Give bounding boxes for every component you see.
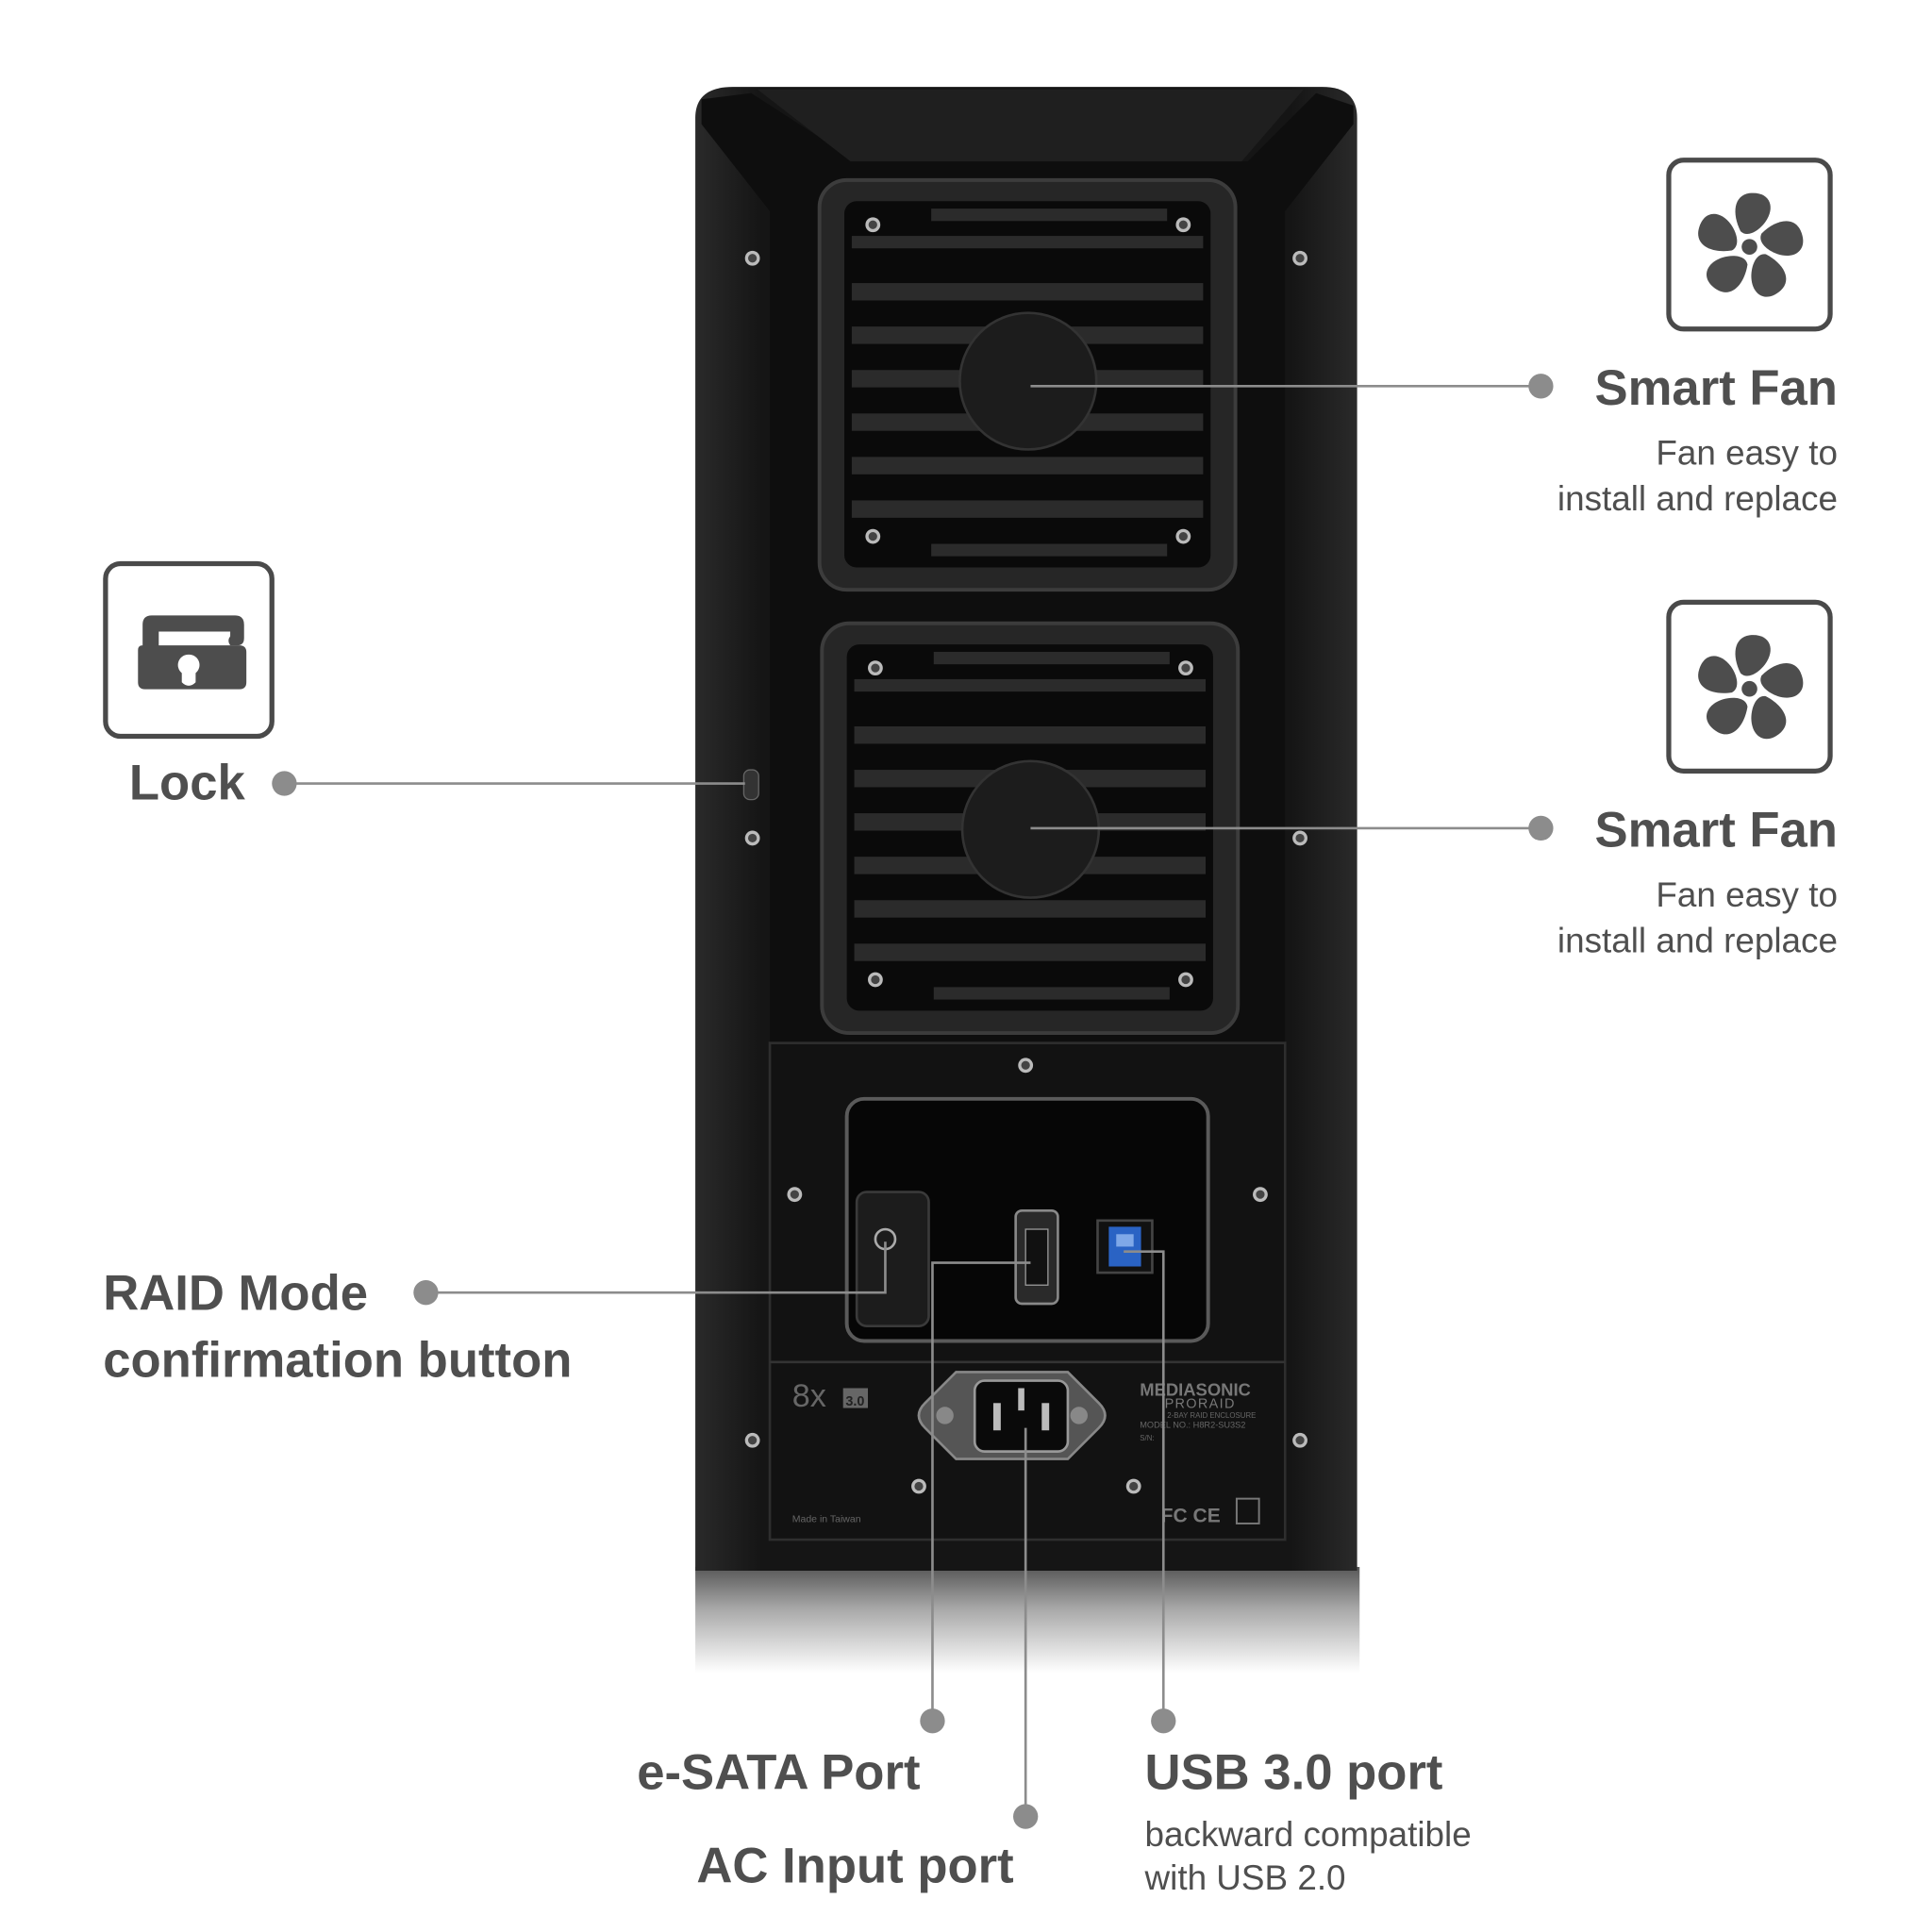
raid-mode-label-2: confirmation button: [103, 1333, 573, 1389]
svg-text:Made in Taiwan: Made in Taiwan: [792, 1514, 861, 1525]
brand-label: MEDIASONIC: [1140, 1379, 1251, 1399]
fan-icon: [1666, 599, 1833, 774]
fan-icon: [1666, 158, 1833, 332]
smart-fan-1-title: Smart Fan: [1594, 361, 1838, 416]
device-reflection: [695, 1567, 1360, 1673]
callout-lines: [284, 385, 1541, 1817]
usb-desc-2: with USB 2.0: [1144, 1858, 1346, 1898]
certification-marks: FC CE: [1161, 1506, 1221, 1527]
esata-label: e-SATA Port: [637, 1745, 921, 1801]
smart-fan-2-desc-1: Fan easy to: [1656, 874, 1838, 914]
lock-icon: [103, 560, 275, 740]
svg-text:2-BAY RAID ENCLOSURE: 2-BAY RAID ENCLOSURE: [1167, 1411, 1256, 1420]
usb-desc-1: backward compatible: [1144, 1815, 1472, 1855]
model-label: MODEL NO.: H8R2-SU3S2: [1140, 1421, 1245, 1430]
smart-fan-2-title: Smart Fan: [1594, 803, 1838, 858]
product-label: PRORAID: [1165, 1397, 1236, 1412]
svg-text:3.0: 3.0: [845, 1394, 864, 1409]
smart-fan-1-desc-1: Fan easy to: [1656, 433, 1838, 473]
ac-inlet[interactable]: [917, 1371, 1107, 1460]
callout-dots: [272, 374, 1554, 1829]
lock-label: Lock: [128, 756, 245, 811]
fan-module-bottom[interactable]: [820, 621, 1241, 1036]
lock-slot[interactable]: [742, 769, 759, 801]
raid-mode-label: RAID Mode: [103, 1266, 369, 1322]
smart-fan-1-desc-2: install and replace: [1557, 479, 1838, 518]
fan-module-top[interactable]: [817, 177, 1238, 592]
svg-text:S/N:: S/N:: [1140, 1434, 1154, 1442]
ac-input-label: AC Input port: [696, 1839, 1014, 1894]
raid-mode-button[interactable]: [855, 1191, 930, 1328]
usb-label: USB 3.0 port: [1144, 1745, 1443, 1801]
smart-fan-2-desc-2: install and replace: [1557, 921, 1838, 960]
speed-badge: 8x: [792, 1378, 826, 1414]
